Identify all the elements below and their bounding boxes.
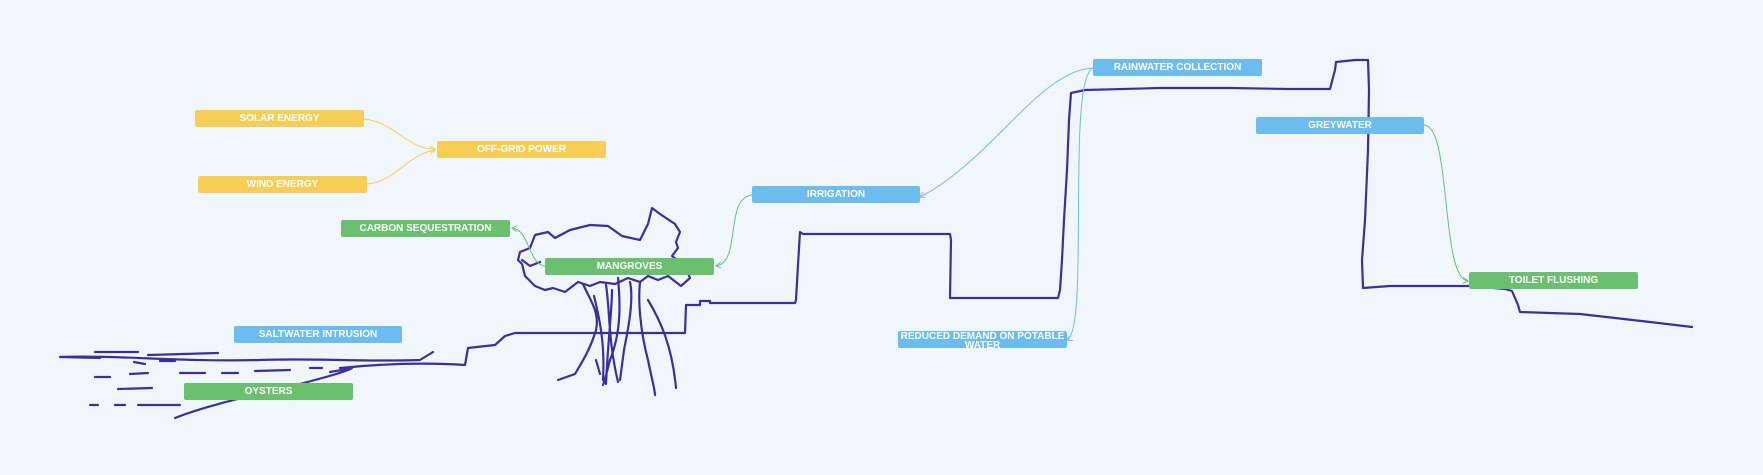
node-mangroves[interactable]: MANGROVES [545, 258, 714, 275]
node-oysters[interactable]: OYSTERS [184, 383, 353, 400]
water-dash [146, 351, 220, 357]
link-solar-to-offgrid [363, 118, 435, 149]
link-wind-to-offgrid [366, 150, 435, 185]
water-dash [128, 371, 150, 376]
node-greywater[interactable]: GREYWATER [1256, 117, 1424, 134]
mangrove-canopy [516, 206, 692, 294]
water-dash [132, 360, 147, 366]
node-wind-energy[interactable]: WIND ENERGY [198, 176, 367, 193]
connectors [363, 67, 1468, 340]
node-off-grid-power[interactable]: OFF-GRID POWER [437, 141, 606, 158]
link-rainwater-to-reduced [1067, 67, 1094, 340]
water-dash [253, 368, 292, 373]
node-solar-energy[interactable]: SOLAR ENERGY [195, 110, 364, 127]
node-toilet-flushing[interactable]: TOILET FLUSHING [1469, 272, 1638, 289]
node-saltwater-intrusion[interactable]: SALTWATER INTRUSION [234, 326, 402, 343]
sketch-drawing [58, 58, 1694, 420]
link-irrigation-to-mangroves [716, 194, 753, 266]
node-carbon-sequestration[interactable]: CARBON SEQUESTRATION [341, 220, 510, 237]
mangrove-roots [556, 276, 678, 397]
water-dash [328, 367, 350, 374]
water-dash [116, 386, 154, 391]
link-rainwater-to-irrigation [920, 67, 1094, 197]
node-rainwater-collection[interactable]: RAINWATER COLLECTION [1093, 59, 1262, 76]
node-irrigation[interactable]: IRRIGATION [752, 186, 920, 203]
link-mangroves-to-carbon [512, 228, 546, 267]
node-reduced-demand-on-potable-water[interactable]: REDUCED DEMAND ON POTABLE WATER [898, 331, 1067, 351]
link-greywater-to-toilet [1423, 124, 1468, 281]
